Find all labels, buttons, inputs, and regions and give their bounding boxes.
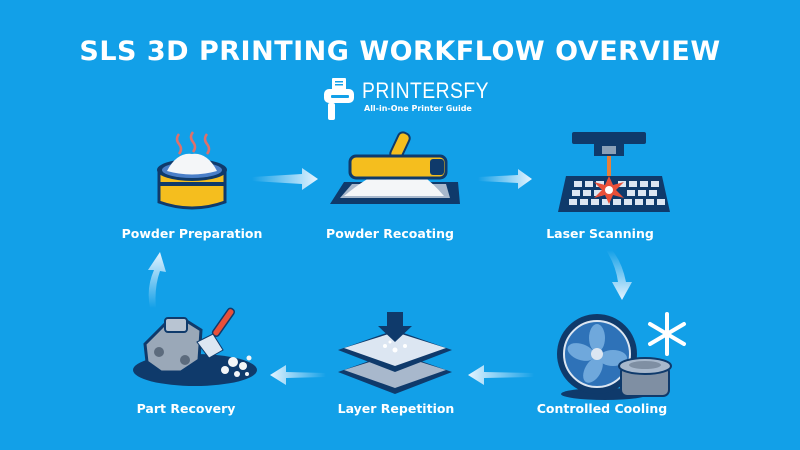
arrow-right-icon — [252, 168, 318, 190]
arrow-up-icon — [148, 252, 166, 308]
brand-name: PRINTERSFY — [362, 78, 490, 103]
arrow-right-icon — [478, 169, 532, 189]
step-label: Layer Repetition — [337, 401, 455, 416]
step-layer-repetition — [305, 310, 485, 400]
step-label: Laser Scanning — [546, 226, 654, 241]
step-label: Controlled Cooling — [536, 401, 668, 416]
arrow-left-icon — [468, 365, 534, 385]
arrow-left-icon — [270, 365, 326, 385]
step-controlled-cooling — [540, 308, 720, 404]
step-label: Powder Preparation — [121, 226, 263, 241]
heated-powder-bowl-icon — [157, 131, 227, 210]
fan-snowflake-icon — [557, 312, 686, 400]
step-powder-preparation — [102, 130, 282, 220]
brand-logo: PRINTERSFY All-in-One Printer Guide — [322, 76, 502, 122]
step-powder-recoating — [305, 126, 485, 216]
step-label: Part Recovery — [136, 401, 236, 416]
arrow-down-icon — [606, 250, 632, 300]
page-title: SLS 3D PRINTING WORKFLOW OVERVIEW — [79, 36, 721, 67]
part-brush-icon — [133, 307, 257, 386]
printer-icon — [324, 78, 354, 120]
step-label: Powder Recoating — [326, 226, 454, 241]
brand-tagline: All-in-One Printer Guide — [364, 104, 472, 113]
stacked-layers-icon — [338, 312, 452, 394]
step-part-recovery — [110, 300, 290, 390]
snowflake-icon — [648, 312, 686, 356]
laser-bed-icon — [558, 132, 670, 212]
recoater-roller-icon — [330, 131, 460, 204]
step-laser-scanning — [530, 130, 710, 220]
